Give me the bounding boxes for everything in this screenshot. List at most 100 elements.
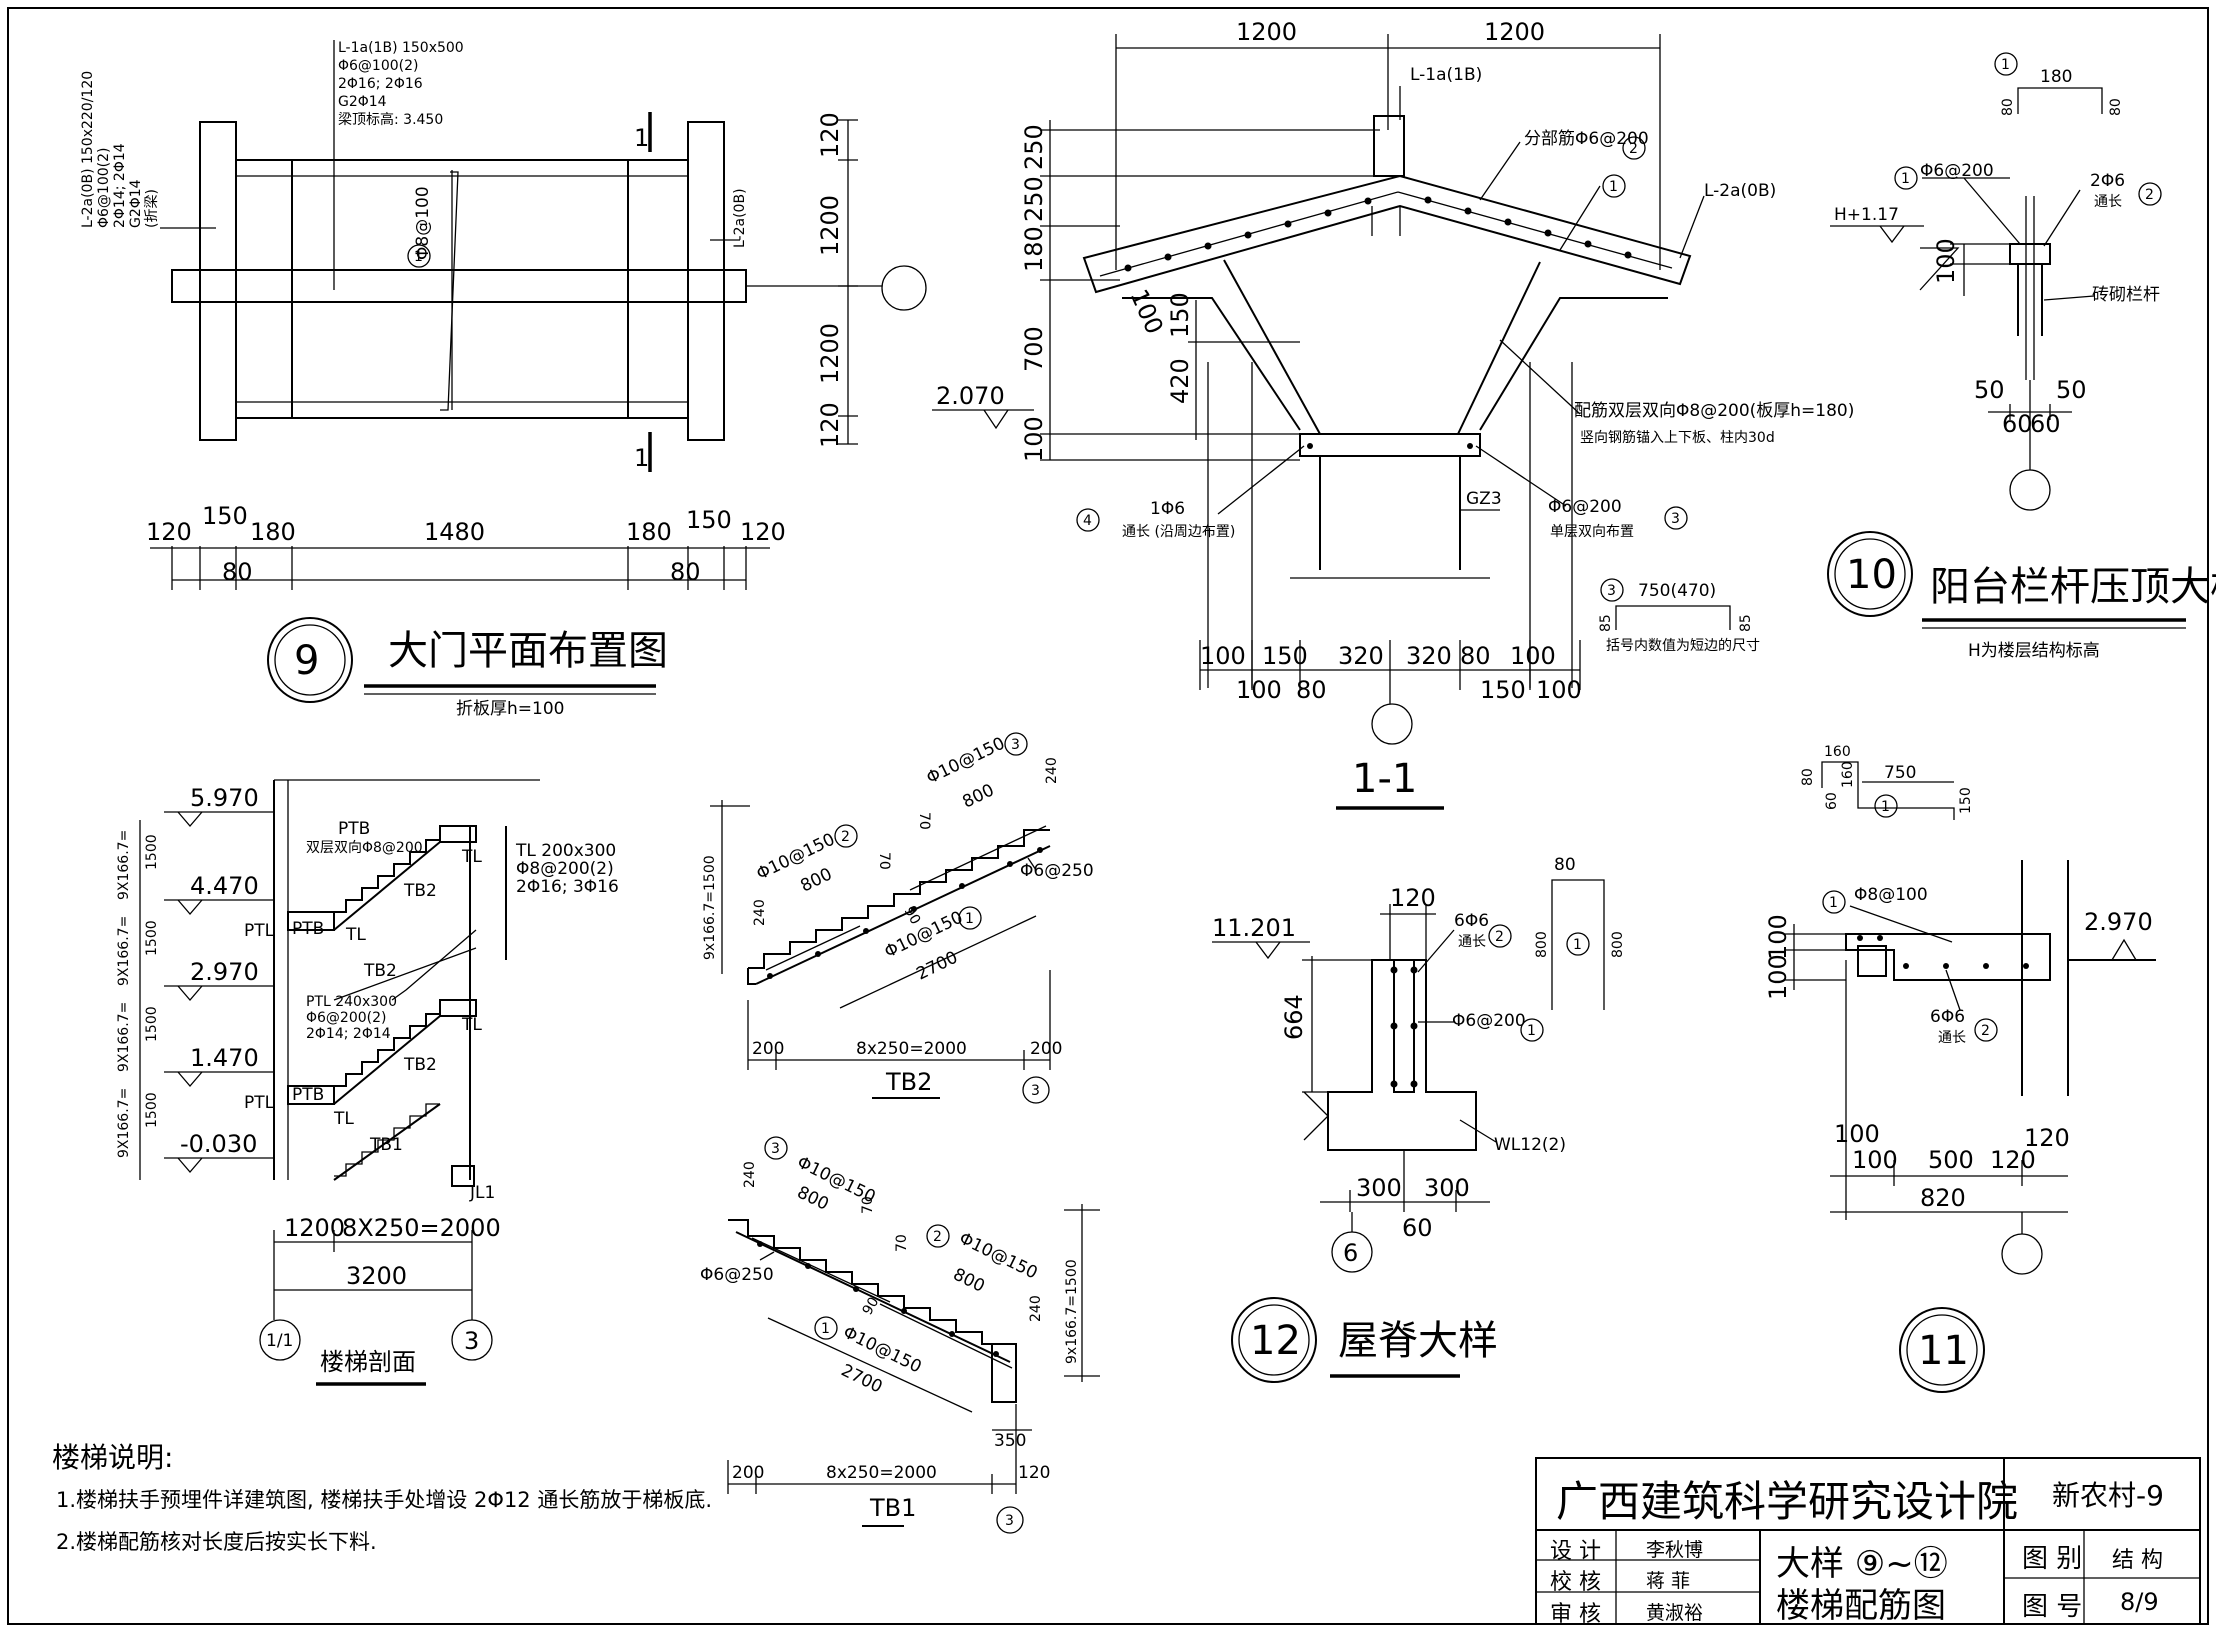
svg-text:1.470: 1.470 [190,1044,259,1072]
svg-text:800: 800 [959,780,997,812]
svg-text:4: 4 [1083,513,1092,529]
svg-text:Φ8@100: Φ8@100 [1854,885,1928,905]
svg-text:2Φ16; 3Φ16: 2Φ16; 3Φ16 [516,877,619,897]
svg-text:90: 90 [901,904,924,927]
svg-text:Φ6@200: Φ6@200 [1548,497,1622,517]
svg-text:TB2: TB2 [403,1055,437,1075]
svg-text:800: 800 [1610,931,1626,958]
svg-text:Φ8@200(2): Φ8@200(2) [516,859,614,879]
svg-text:PTL: PTL [244,1093,275,1113]
center-beam [171,269,747,303]
detail-9-gate-plan: 1 1 Φ8@100 1 L-1a(1B) 150x500 Φ6@100(2) … [80,40,927,719]
svg-text:2Φ6: 2Φ6 [2090,171,2125,191]
svg-text:5.970: 5.970 [190,784,259,812]
drawing-title-2: 楼梯配筋图 [1776,1586,1946,1626]
svg-text:1: 1 [1881,799,1890,815]
svg-text:300: 300 [1356,1174,1402,1202]
svg-text:120: 120 [146,518,192,546]
section-1-1: 1200 1200 [932,18,1854,810]
svg-text:350: 350 [994,1431,1026,1451]
svg-text:2700: 2700 [838,1361,886,1398]
svg-text:750: 750 [1884,763,1916,783]
svg-text:100: 100 [1764,954,1792,1000]
svg-text:1200: 1200 [1484,18,1545,46]
svg-text:320: 320 [1406,642,1452,670]
svg-text:双层双向Φ8@200: 双层双向Φ8@200 [306,840,423,856]
ring-beam [1299,433,1481,457]
svg-text:6Φ6: 6Φ6 [1454,911,1489,931]
level-2970: 2.970 [2084,908,2153,936]
roof-slab [1082,174,1692,294]
svg-text:1: 1 [414,249,423,265]
canopy-slab [235,159,689,419]
svg-text:6Φ6: 6Φ6 [1930,1007,1965,1027]
slab-rebar: Φ8@100 [413,186,433,260]
svg-text:2.970: 2.970 [190,958,259,986]
svg-text:80: 80 [2000,98,2016,116]
section-mark-top: 1 [634,124,649,152]
svg-text:9X166.7=: 9X166.7= [116,830,132,900]
svg-text:3: 3 [1011,737,1020,753]
stair-notes-title: 楼梯说明: [52,1441,174,1474]
svg-text:1: 1 [965,911,974,927]
svg-text:11.201: 11.201 [1212,914,1296,942]
svg-text:3: 3 [1031,1083,1040,1099]
svg-text:9x166.7=1500: 9x166.7=1500 [1064,1259,1080,1364]
svg-text:100: 100 [1764,914,1792,960]
svg-text:通长 (沿周边布置): 通长 (沿周边布置) [1122,524,1235,540]
svg-text:2Φ16; 2Φ16: 2Φ16; 2Φ16 [338,76,423,92]
svg-text:150: 150 [1262,642,1308,670]
institute-name: 广西建筑科学研究设计院 [1556,1477,2019,1526]
svg-text:8x250=2000: 8x250=2000 [856,1039,967,1059]
detail-12-number: 12 [1250,1318,1301,1364]
detail-10-railing-coping: 1 180 80 80 Φ6@200 1 2Φ6 通长 2 H+1.17 100… [1827,52,2216,661]
svg-text:150: 150 [686,506,732,534]
svg-text:120: 120 [1018,1463,1050,1483]
svg-text:TL: TL [461,1015,482,1035]
svg-text:PTB: PTB [292,1085,324,1105]
detail-12-title: 屋脊大样 [1338,1318,1498,1364]
tb1-title: TB1 [869,1494,916,1522]
svg-text:100: 100 [1020,416,1048,462]
svg-text:800: 800 [797,864,835,896]
stair-section-title: 楼梯剖面 [320,1348,416,1376]
svg-text:TB1: TB1 [369,1135,403,1155]
svg-text:80: 80 [1296,676,1327,704]
svg-text:8x250=2000: 8x250=2000 [826,1463,937,1483]
svg-text:2: 2 [2145,187,2154,203]
svg-text:1500: 1500 [144,834,160,870]
project-code: 新农村-9 [2052,1479,2164,1512]
svg-text:通长: 通长 [2094,194,2122,210]
svg-text:L-2a(0B): L-2a(0B) [1704,181,1776,201]
svg-text:2: 2 [841,829,850,845]
svg-text:2Φ14; 2Φ14: 2Φ14; 2Φ14 [306,1026,391,1042]
svg-text:G2Φ14: G2Φ14 [128,179,144,228]
svg-text:800: 800 [1534,931,1550,958]
section-mark-bottom: 1 [634,444,649,472]
svg-text:200: 200 [752,1039,784,1059]
svg-text:Φ10@150: Φ10@150 [923,733,1008,788]
svg-text:180: 180 [250,518,296,546]
svg-text:3: 3 [1005,1513,1014,1529]
svg-text:1: 1 [821,1321,830,1337]
svg-text:TL: TL [461,847,482,867]
svg-text:9X166.7=: 9X166.7= [116,1088,132,1158]
svg-text:3: 3 [771,1141,780,1157]
svg-text:85: 85 [1598,614,1614,632]
svg-text:80: 80 [222,558,253,586]
svg-text:梁顶标高: 3.450: 梁顶标高: 3.450 [338,111,443,128]
svg-text:单层双向布置: 单层双向布置 [1550,524,1634,540]
svg-text:80: 80 [1800,768,1816,786]
svg-text:180: 180 [2040,67,2072,87]
svg-text:800: 800 [794,1183,832,1215]
svg-text:80: 80 [670,558,701,586]
category-label: 图 别 [2022,1544,2083,1574]
svg-text:3: 3 [1607,583,1616,599]
svg-text:TL 200x300: TL 200x300 [515,841,616,861]
detail-10-title: 阳台栏杆压顶大样 [1930,564,2216,610]
svg-text:120: 120 [816,402,844,448]
svg-text:150: 150 [1958,787,1974,814]
svg-text:通长: 通长 [1938,1030,1966,1046]
svg-text:250: 250 [1020,124,1048,170]
svg-text:750(470): 750(470) [1638,581,1716,601]
